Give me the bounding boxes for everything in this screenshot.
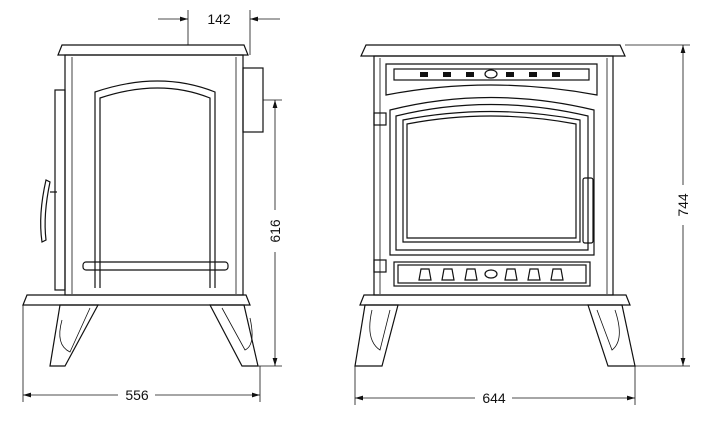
dimension-744: 744	[625, 44, 691, 367]
frieze	[385, 63, 598, 96]
side-panel-outer	[94, 80, 216, 288]
door-glass	[402, 110, 581, 243]
bottom-vent-panel	[393, 261, 591, 287]
top-plate	[57, 44, 249, 56]
dimension-616: 616	[258, 99, 283, 367]
rear-leg	[209, 304, 259, 367]
front-right-leg	[587, 304, 636, 367]
side-body	[64, 54, 244, 296]
hinge-top	[373, 112, 387, 126]
dimension-label-644: 644	[482, 390, 506, 406]
side-panel-sill	[82, 261, 229, 271]
front-door	[389, 96, 595, 256]
door-edge	[54, 89, 66, 291]
flue-outlet	[242, 67, 264, 133]
door-handle	[582, 177, 594, 244]
hinge-bottom	[373, 259, 387, 273]
side-handle	[40, 179, 51, 243]
front-view	[354, 44, 636, 367]
dimension-label-616: 616	[267, 219, 283, 243]
dimension-142: 142	[158, 10, 280, 55]
air-control-bottom	[484, 269, 498, 279]
base-plate	[22, 294, 251, 306]
dimension-644: 644	[354, 366, 636, 406]
frieze-vents	[393, 68, 590, 81]
dimension-label-556: 556	[125, 387, 149, 403]
front-top-plate	[360, 44, 626, 57]
front-leg	[49, 304, 100, 367]
dimension-556: 556	[22, 305, 261, 403]
side-view	[22, 44, 264, 367]
dimension-label-744: 744	[675, 193, 691, 217]
front-left-leg	[354, 304, 399, 367]
front-base-plate	[359, 294, 631, 306]
dimension-label-142: 142	[207, 11, 231, 27]
air-control-top	[484, 69, 498, 79]
